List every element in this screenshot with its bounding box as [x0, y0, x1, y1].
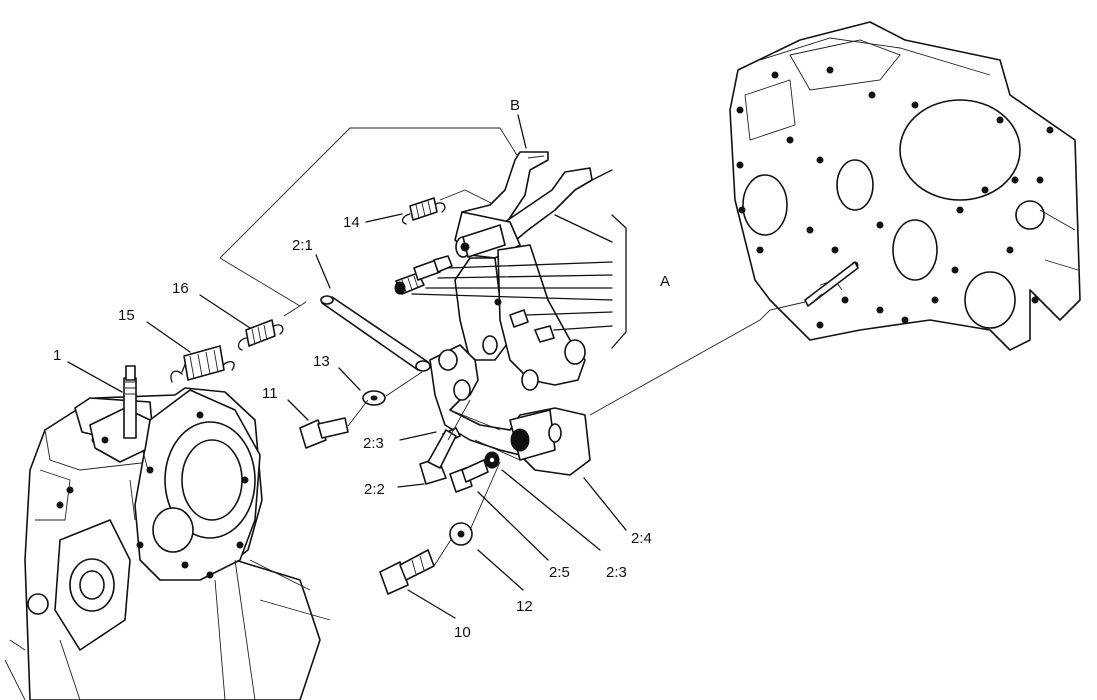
- guide-lines: [347, 301, 806, 567]
- label-11: 11: [262, 385, 278, 402]
- leader-lines: [67, 114, 627, 619]
- engine-block-right: [729, 21, 1081, 351]
- label-12: 12: [516, 598, 533, 615]
- part-2-1-shaft: [320, 295, 431, 372]
- part-14-spring: [401, 197, 446, 225]
- callout-labels: 1 15 16 14 B A 2:1 13 11 2:3 2:2 2:4 2:5…: [53, 97, 670, 641]
- part-1-stud: [89, 365, 151, 463]
- label-10: 10: [454, 624, 471, 641]
- part-16-spring: [237, 319, 284, 351]
- part-a-small-parts: [394, 242, 555, 343]
- label-2-3-upper: 2:3: [363, 435, 384, 452]
- gear-housing-left: [4, 387, 331, 700]
- label-2-3-lower: 2:3: [606, 564, 627, 581]
- fasteners: [299, 261, 859, 595]
- label-15: 15: [118, 307, 135, 324]
- label-14: 14: [343, 214, 360, 231]
- label-13: 13: [313, 353, 330, 370]
- label-2-5: 2:5: [549, 564, 570, 581]
- label-1: 1: [53, 347, 61, 364]
- part-2-4-bracket: [429, 344, 591, 476]
- label-2-4: 2:4: [631, 530, 652, 547]
- label-16: 16: [172, 280, 189, 297]
- part-b-lever-assembly: [454, 151, 593, 391]
- label-2-1: 2:1: [292, 237, 313, 254]
- label-2-2: 2:2: [364, 481, 385, 498]
- label-b: B: [510, 97, 520, 114]
- part-15-spring: [170, 345, 235, 383]
- label-a: A: [660, 273, 670, 290]
